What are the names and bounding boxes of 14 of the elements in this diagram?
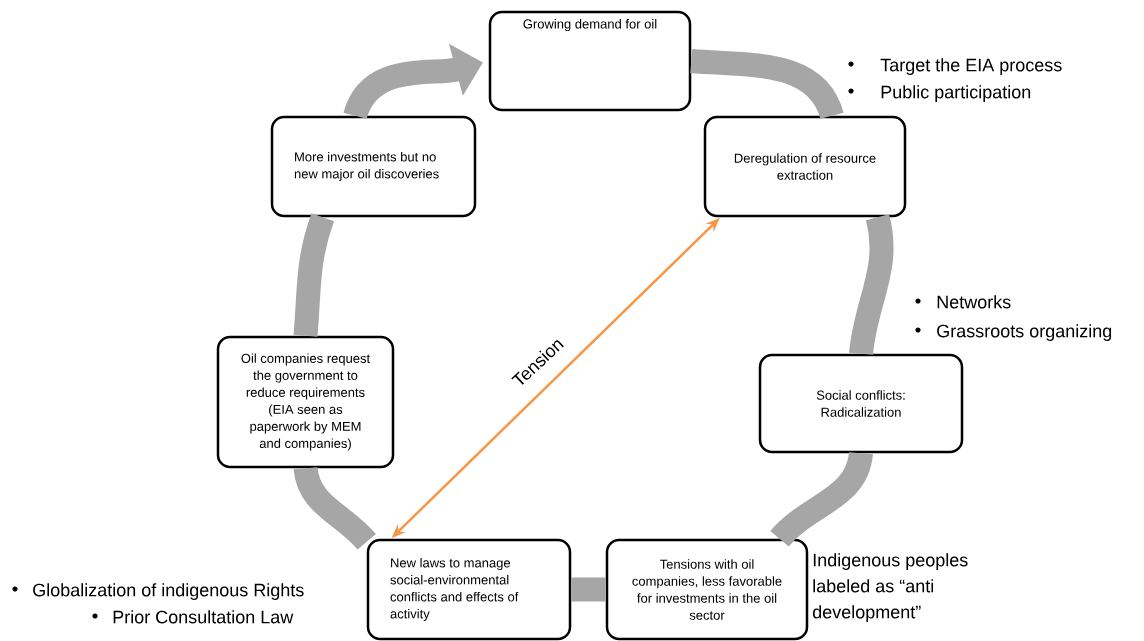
note-text: Indigenous peoples labeled as “anti development”: [812, 553, 968, 622]
bullet-item: Globalization of indigenous Rights: [12, 583, 304, 600]
bullet-item: Target the EIA process: [848, 58, 1062, 75]
process-box: New laws to manage social-environmental conflicts and effects of activity: [366, 538, 572, 641]
bullet-item: Networks: [915, 295, 1011, 309]
process-box: Deregulation of resource extraction: [703, 115, 907, 218]
process-box: More investments but no new major oil discoveries: [270, 115, 477, 218]
process-box: Tensions with oil companies, less favorable for investments in the oil sector: [605, 538, 809, 641]
process-box: Growing demand for oil: [488, 10, 692, 112]
bullet-item: Grassroots organizing: [915, 324, 1112, 341]
process-box: Oil companies request the government to reduce requirements (EIA seen as paperwork by MEM and companies): [216, 335, 395, 469]
bullet-item: Prior Consultation Law: [92, 610, 294, 624]
process-box: Social conflicts: Radicalization: [758, 353, 964, 454]
bullet-item: Public participation: [848, 85, 1031, 102]
